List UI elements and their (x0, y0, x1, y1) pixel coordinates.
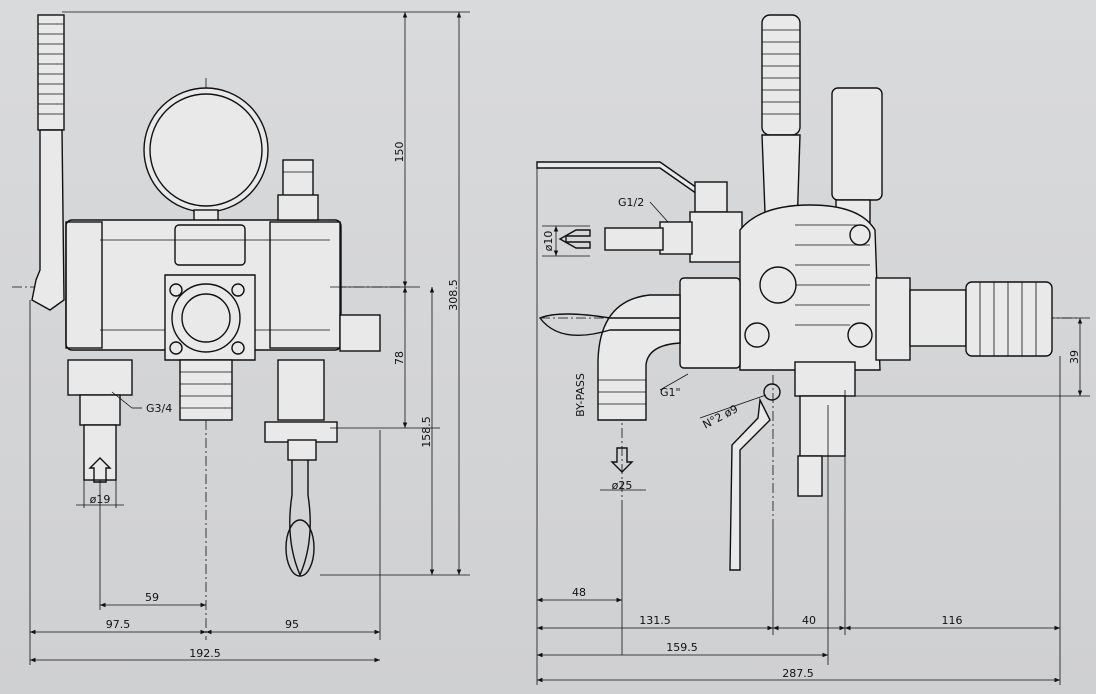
outlet-fittings-side (729, 361, 856, 571)
dim-dia-10: ø10 (542, 231, 555, 252)
dim-159-5: 159.5 (666, 641, 698, 654)
inlet-fitting-front (67, 359, 133, 483)
thread-g3-4: G3/4 (146, 402, 172, 415)
bypass-elbow (538, 277, 741, 473)
dim-78: 78 (393, 351, 406, 365)
dim-116: 116 (942, 614, 963, 627)
dim-39: 39 (1068, 350, 1081, 364)
dim-48: 48 (572, 586, 586, 599)
outlet-valve-front (264, 359, 338, 577)
thread-g1-2: G1/2 (618, 196, 644, 209)
dim-158-5: 158.5 (420, 416, 433, 448)
dim-95: 95 (285, 618, 299, 631)
dim-dia-25: ø25 (612, 479, 633, 492)
valve-body-front (65, 159, 381, 361)
dim-dia-19: ø19 (90, 493, 111, 506)
holes-n2-dia-9: N°2 ø9 (701, 402, 741, 431)
dim-131-5: 131.5 (639, 614, 671, 627)
thread-g1: G1" (660, 386, 681, 399)
valve-body-side (739, 204, 1053, 371)
side-view: G1/2 ø10 G1" BY-PASS ø25 N°2 ø9 39 48 13… (536, 14, 1090, 685)
pressure-gauge-side (831, 87, 883, 223)
dimension-lines-front (29, 11, 470, 665)
ball-valve-g12 (536, 161, 743, 263)
dim-150: 150 (393, 142, 406, 163)
pressure-gauge-front (143, 87, 269, 231)
bypass-outlet-front (179, 359, 233, 421)
dim-59: 59 (145, 591, 159, 604)
dim-40: 40 (802, 614, 816, 627)
dim-97-5: 97.5 (106, 618, 131, 631)
lever-handle-front (31, 14, 65, 311)
dim-192-5: 192.5 (189, 647, 221, 660)
dimension-lines-side (536, 168, 1090, 685)
label-bypass: BY-PASS (574, 373, 587, 417)
dim-308-5: 308.5 (447, 279, 460, 311)
front-view: 150 308.5 78 158.5 59 97.5 95 192.5 ø19 … (12, 11, 470, 665)
dim-287-5: 287.5 (782, 667, 814, 680)
